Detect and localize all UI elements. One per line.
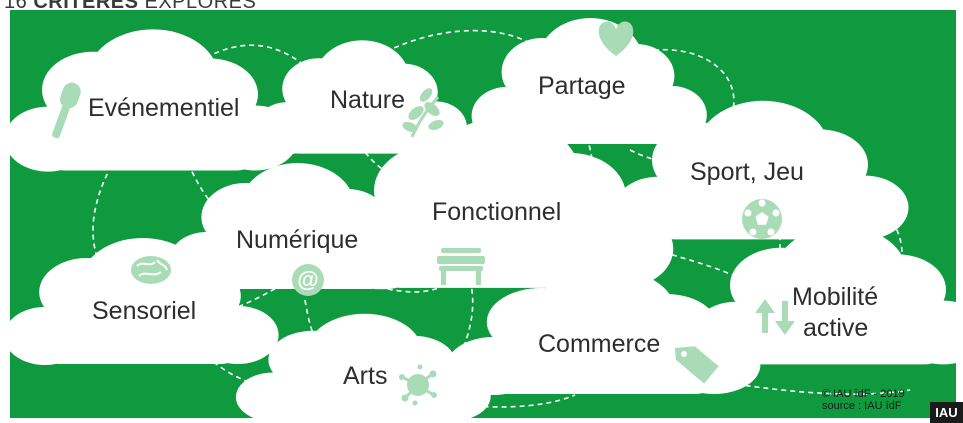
label-partage: Partage [538, 72, 626, 100]
label-nature: Nature [330, 86, 406, 114]
soccer-ball-icon [742, 199, 782, 239]
credit-line-2: source : IAU îdF [822, 400, 902, 412]
arrows-icon [755, 299, 795, 335]
label-sport: Sport, Jeu [690, 158, 804, 186]
label-sensoriel: Sensoriel [92, 297, 197, 325]
label-evenementiel: Evénementiel [88, 94, 240, 122]
brain-icon [131, 256, 171, 284]
label-mobilite-line1: Mobilité [792, 283, 879, 311]
label-arts: Arts [343, 362, 388, 390]
label-numerique: Numérique [236, 226, 359, 254]
label-commerce: Commerce [538, 330, 661, 358]
microphone-icon [52, 82, 81, 139]
copyright-credit: © IAU îdF - 2019 source : IAU îdF [822, 388, 905, 412]
price-tag-icon [674, 346, 719, 384]
cloud-diagram: @ [10, 17, 956, 418]
label-mobilite-line2: active [803, 314, 869, 342]
header-bold-word: CRITÈRES [33, 0, 139, 13]
header-title: 16 CRITÈRES EXPLORÉS [4, 0, 256, 14]
credit-line-1: © IAU îdF - 2019 [822, 388, 905, 400]
green-panel: @ [10, 10, 956, 418]
at-sign-icon: @ [292, 264, 324, 296]
paint-splash-icon [399, 364, 437, 406]
label-fonctionnel: Fonctionnel [432, 198, 562, 226]
leaf-icon [402, 88, 444, 138]
header-number: 16 [4, 0, 28, 13]
svg-text:@: @ [297, 267, 318, 292]
header-rest: EXPLORÉS [144, 0, 257, 13]
iau-logo: IAU [930, 402, 963, 423]
bench-icon [437, 248, 485, 285]
heart-icon [598, 21, 634, 56]
